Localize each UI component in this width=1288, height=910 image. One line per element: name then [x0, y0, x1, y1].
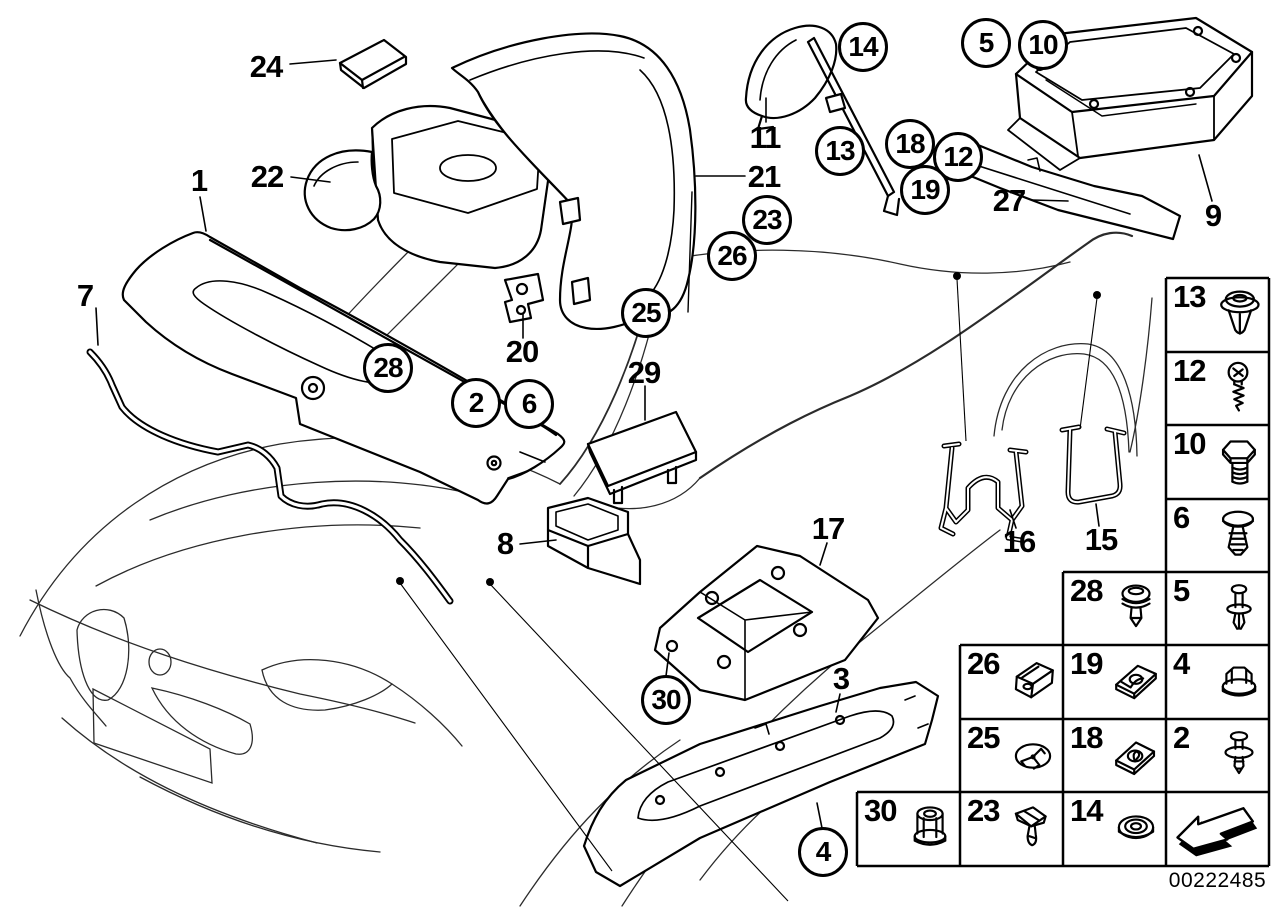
legend-cell-label: 10: [1173, 426, 1206, 461]
callout-circled-6[interactable]: 6: [504, 379, 554, 429]
callout-29[interactable]: 29: [627, 355, 661, 390]
flat-speed-nut-icon: [1115, 740, 1156, 775]
hex-bolt-icon: [1221, 440, 1256, 485]
pin-rivet-icon: [1226, 583, 1252, 630]
part-sound-pad-24: [338, 38, 408, 90]
trim-panel-clip-icon: [1220, 290, 1260, 335]
part-duct-8: [546, 496, 642, 586]
callout-22[interactable]: 22: [250, 159, 284, 194]
panel-clip-icon: [1121, 584, 1151, 627]
legend-cell-30[interactable]: 30: [857, 792, 960, 866]
callout-circled-23[interactable]: 23: [742, 195, 792, 245]
part-seal-strip-7: [86, 348, 454, 605]
callout-24[interactable]: 24: [249, 49, 283, 84]
callout-16[interactable]: 16: [1002, 524, 1036, 559]
legend-cell-label: 5: [1173, 573, 1190, 608]
flange-nut-icon: [1221, 666, 1257, 697]
callout-circled-28[interactable]: 28: [363, 343, 413, 393]
legend-cell-5[interactable]: 5: [1166, 572, 1269, 645]
callout-21[interactable]: 21: [747, 159, 781, 194]
clamp-clip-icon: [1014, 662, 1054, 699]
legend-cell-label: 26: [967, 646, 1000, 681]
speed-nut-icon: [1115, 664, 1157, 700]
callout-circled-4[interactable]: 4: [798, 827, 848, 877]
part-bracket-15: [1059, 424, 1127, 505]
callout-circled-10[interactable]: 10: [1018, 20, 1068, 70]
grommet-icon: [1117, 815, 1155, 840]
callout-circled-26[interactable]: 26: [707, 231, 757, 281]
legend-cell-label: 25: [967, 720, 1000, 755]
tapping-screw-icon: [1227, 361, 1249, 412]
callout-7[interactable]: 7: [76, 278, 94, 313]
collar-nut-icon: [913, 806, 947, 846]
legend-cell-25[interactable]: 25: [960, 719, 1063, 792]
callout-3[interactable]: 3: [832, 661, 850, 696]
legend-cell-label: 4: [1173, 646, 1190, 681]
part-trim-11: [744, 24, 838, 131]
part-storage-box-9: [1007, 16, 1254, 171]
legend-cell-label: 12: [1173, 353, 1206, 388]
part-cowl-panel-1: [121, 231, 566, 505]
legend-cell-label: 23: [967, 793, 1000, 828]
legend-cell-label: 14: [1070, 793, 1103, 828]
fastener-location-markers: [396, 272, 1101, 902]
part-bracket-20: [503, 272, 545, 324]
continuation-arrow-icon: [1175, 807, 1257, 857]
legend-cell-19[interactable]: 19: [1063, 645, 1166, 719]
callout-leader-lines: [95, 59, 1213, 829]
legend-cell-12[interactable]: 12: [1166, 352, 1269, 425]
callout-9[interactable]: 9: [1204, 198, 1222, 233]
callout-circled-19[interactable]: 19: [900, 165, 950, 215]
part-underbody-shield-3: [582, 680, 940, 888]
legend-cell-label: 13: [1173, 279, 1206, 314]
part-pad-29: [586, 410, 698, 505]
callout-20[interactable]: 20: [505, 334, 539, 369]
legend-cell-label: 2: [1173, 720, 1190, 755]
legend-cell-label: 28: [1070, 573, 1103, 608]
image-id: 00222485: [1168, 869, 1267, 892]
callout-circled-14[interactable]: 14: [838, 22, 888, 72]
callout-27[interactable]: 27: [992, 183, 1026, 218]
trefoil-fastener-icon: [1014, 742, 1052, 770]
callout-circled-18[interactable]: 18: [885, 119, 935, 169]
legend-cell-4[interactable]: 4: [1166, 645, 1269, 719]
part-bracket-16: [938, 441, 1029, 543]
legend-cell-18[interactable]: 18: [1063, 719, 1166, 792]
legend-cell-13[interactable]: 13: [1166, 278, 1269, 352]
part-console-piece-22: [303, 149, 382, 232]
legend-cell-10[interactable]: 10: [1166, 425, 1269, 499]
callout-circled-30[interactable]: 30: [641, 675, 691, 725]
wing-plug-icon: [1014, 806, 1047, 847]
callout-circled-13[interactable]: 13: [815, 126, 865, 176]
expanding-rivet-wide-icon: [1224, 730, 1254, 774]
legend-cell-23[interactable]: 23: [960, 792, 1063, 866]
legend-cell-label: 30: [864, 793, 897, 828]
callout-11[interactable]: 11: [749, 120, 782, 155]
legend-cell-2[interactable]: 2: [1166, 719, 1269, 792]
legend-cell-continuation[interactable]: [1166, 792, 1269, 866]
callout-1[interactable]: 1: [190, 163, 208, 198]
legend-cell-label: 19: [1070, 646, 1103, 681]
legend-cell-26[interactable]: 26: [960, 645, 1063, 719]
callout-8[interactable]: 8: [496, 526, 514, 561]
legend-cell-14[interactable]: 14: [1063, 792, 1166, 866]
part-strip-14: [806, 36, 901, 217]
part-underbody-panel-17: [653, 544, 880, 702]
callout-circled-2[interactable]: 2: [451, 378, 501, 428]
callout-circled-25[interactable]: 25: [621, 288, 671, 338]
callout-15[interactable]: 15: [1084, 522, 1118, 557]
expanding-rivet-icon: [1221, 510, 1255, 556]
callout-circled-5[interactable]: 5: [961, 18, 1011, 68]
callout-17[interactable]: 17: [811, 511, 845, 546]
legend-cell-label: 6: [1173, 500, 1190, 535]
legend-grid: [855, 276, 1271, 868]
legend-cell-28[interactable]: 28: [1063, 572, 1166, 645]
legend-cell-6[interactable]: 6: [1166, 499, 1269, 572]
legend-cell-label: 18: [1070, 720, 1103, 755]
